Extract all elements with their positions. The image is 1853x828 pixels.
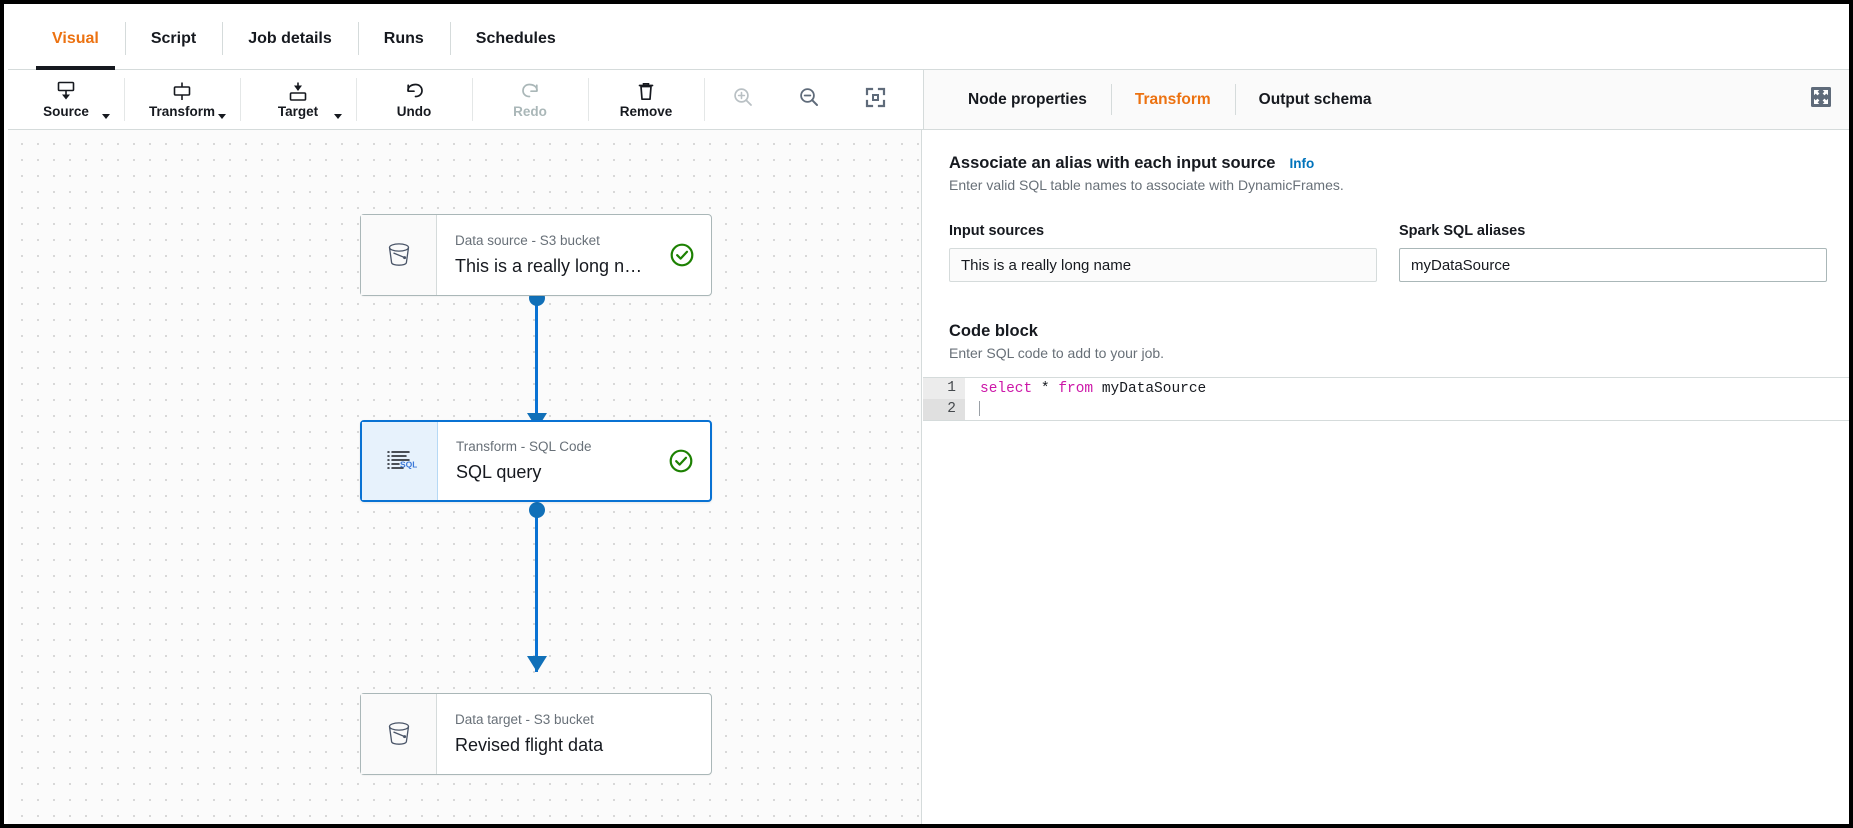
- toolbar-source-button[interactable]: Source: [8, 70, 124, 129]
- section-heading-text: Associate an alias with each input sourc…: [949, 154, 1276, 172]
- chevron-down-icon: [334, 114, 342, 119]
- toolbar-transform-button[interactable]: Transform: [124, 70, 240, 129]
- sql-token-table: myDataSource: [1093, 380, 1207, 397]
- toolbar-undo-label: Undo: [396, 104, 432, 120]
- code-line: 2: [923, 399, 1849, 420]
- tab-transform[interactable]: Transform: [1110, 70, 1235, 129]
- input-sources-label: Input sources: [949, 223, 1045, 239]
- graph-node-sql-transform[interactable]: SQL Transform - SQL Code SQL query: [360, 420, 712, 502]
- edge-start-dot: [528, 502, 545, 518]
- tab-visual-label: Visual: [52, 29, 99, 47]
- status-badge: [669, 242, 695, 268]
- chevron-down-icon: [102, 114, 110, 119]
- toolbar-redo-button: Redo: [472, 70, 588, 129]
- svg-text:SQL: SQL: [400, 460, 417, 470]
- spark-sql-aliases-input[interactable]: [1399, 248, 1827, 282]
- node-subtitle: Data source - S3 bucket: [455, 233, 600, 249]
- tab-job-details-label: Job details: [248, 29, 332, 47]
- code-line: 1 select * from myDataSource: [923, 378, 1849, 399]
- tab-schedules[interactable]: Schedules: [449, 8, 582, 69]
- edge-arrowhead: [526, 656, 547, 672]
- tab-transform-label: Transform: [1134, 90, 1211, 108]
- tab-runs-label: Runs: [383, 29, 424, 47]
- node-subtitle: Data target - S3 bucket: [455, 712, 594, 728]
- input-sources-field: Input sources: [949, 223, 1377, 282]
- line-number: 1: [923, 378, 965, 399]
- target-icon: [288, 80, 308, 102]
- job-tabbar: Visual Script Job details Runs Schedules: [8, 8, 1849, 70]
- code-block-title: Code block: [949, 322, 1038, 340]
- toolbar-source-label: Source: [43, 104, 89, 120]
- spark-sql-aliases-field: Spark SQL aliases: [1399, 223, 1827, 282]
- fit-to-screen-button[interactable]: [842, 70, 908, 129]
- toolbar-undo-button[interactable]: Undo: [356, 70, 472, 129]
- zoom-in-icon: [731, 85, 755, 114]
- alias-fields: Input sources Spark SQL aliases: [949, 223, 1827, 282]
- toolbar-remove-button[interactable]: Remove: [588, 70, 704, 129]
- sql-code-editor[interactable]: 1 select * from myDataSource 2: [923, 377, 1849, 421]
- code-line-text[interactable]: [965, 401, 980, 418]
- toolbar-redo-label: Redo: [513, 104, 547, 120]
- undo-icon: [404, 80, 425, 102]
- zoom-out-button[interactable]: [776, 70, 842, 129]
- line-number: 2: [923, 399, 965, 420]
- fit-to-screen-icon: [864, 86, 887, 114]
- s3-bucket-icon: [361, 215, 437, 295]
- check-circle-icon: [669, 449, 693, 473]
- s3-bucket-icon: [361, 694, 437, 774]
- tab-output-schema-label: Output schema: [1258, 90, 1372, 108]
- code-block-description: Enter SQL code to add to your job.: [949, 345, 1165, 361]
- sql-keyword-select: select: [980, 380, 1033, 397]
- code-block-heading: Code block Enter SQL code to add to your…: [949, 322, 1827, 361]
- graph-node-data-target[interactable]: Data target - S3 bucket Revised flight d…: [360, 693, 712, 775]
- section-heading: Associate an alias with each input sourc…: [949, 154, 1827, 173]
- transform-icon: [172, 80, 192, 102]
- node-title: This is a really long n…: [455, 255, 643, 276]
- spark-sql-aliases-label: Spark SQL aliases: [1399, 223, 1526, 239]
- tab-job-details[interactable]: Job details: [222, 8, 358, 69]
- tab-node-properties-label: Node properties: [968, 90, 1087, 108]
- panel-tabbar: Node properties Transform Output schema: [923, 70, 1849, 130]
- expand-panel-button[interactable]: [1789, 70, 1849, 129]
- trash-icon: [636, 80, 656, 102]
- zoom-in-button[interactable]: [710, 70, 776, 129]
- zoom-controls-group: [704, 70, 914, 129]
- section-description: Enter valid SQL table names to associate…: [949, 177, 1344, 193]
- source-icon: [56, 80, 76, 102]
- sql-code-icon: SQL: [362, 422, 438, 500]
- redo-icon: [520, 80, 541, 102]
- chevron-down-icon: [218, 114, 226, 119]
- sql-keyword-from: from: [1058, 380, 1094, 397]
- input-sources-input[interactable]: [949, 248, 1377, 282]
- check-circle-icon: [670, 243, 694, 267]
- zoom-out-icon: [797, 85, 821, 114]
- sql-token-star: *: [1032, 380, 1059, 397]
- toolbar-target-button[interactable]: Target: [240, 70, 356, 129]
- node-subtitle: Transform - SQL Code: [456, 439, 592, 455]
- status-badge: [668, 448, 694, 474]
- node-title: Revised flight data: [455, 734, 604, 755]
- toolbar-remove-label: Remove: [619, 104, 673, 120]
- info-link[interactable]: Info: [1289, 156, 1315, 171]
- visual-graph-canvas[interactable]: Data source - S3 bucket This is a really…: [8, 130, 922, 824]
- code-line-text[interactable]: select * from myDataSource: [965, 381, 1206, 397]
- tab-visual[interactable]: Visual: [26, 8, 125, 70]
- text-cursor: [979, 401, 980, 416]
- toolbar-transform-label: Transform: [148, 104, 216, 120]
- tab-script[interactable]: Script: [124, 8, 222, 69]
- node-title: SQL query: [456, 461, 542, 482]
- toolbar-target-label: Target: [277, 104, 319, 120]
- graph-node-data-source[interactable]: Data source - S3 bucket This is a really…: [360, 214, 712, 296]
- tab-node-properties[interactable]: Node properties: [944, 70, 1111, 129]
- tab-runs[interactable]: Runs: [357, 8, 450, 69]
- expand-icon: [1810, 86, 1832, 113]
- tab-schedules-label: Schedules: [475, 29, 556, 47]
- tab-script-label: Script: [150, 29, 197, 47]
- tab-output-schema[interactable]: Output schema: [1234, 70, 1396, 129]
- node-details-panel: Node properties Transform Output schema: [923, 70, 1849, 824]
